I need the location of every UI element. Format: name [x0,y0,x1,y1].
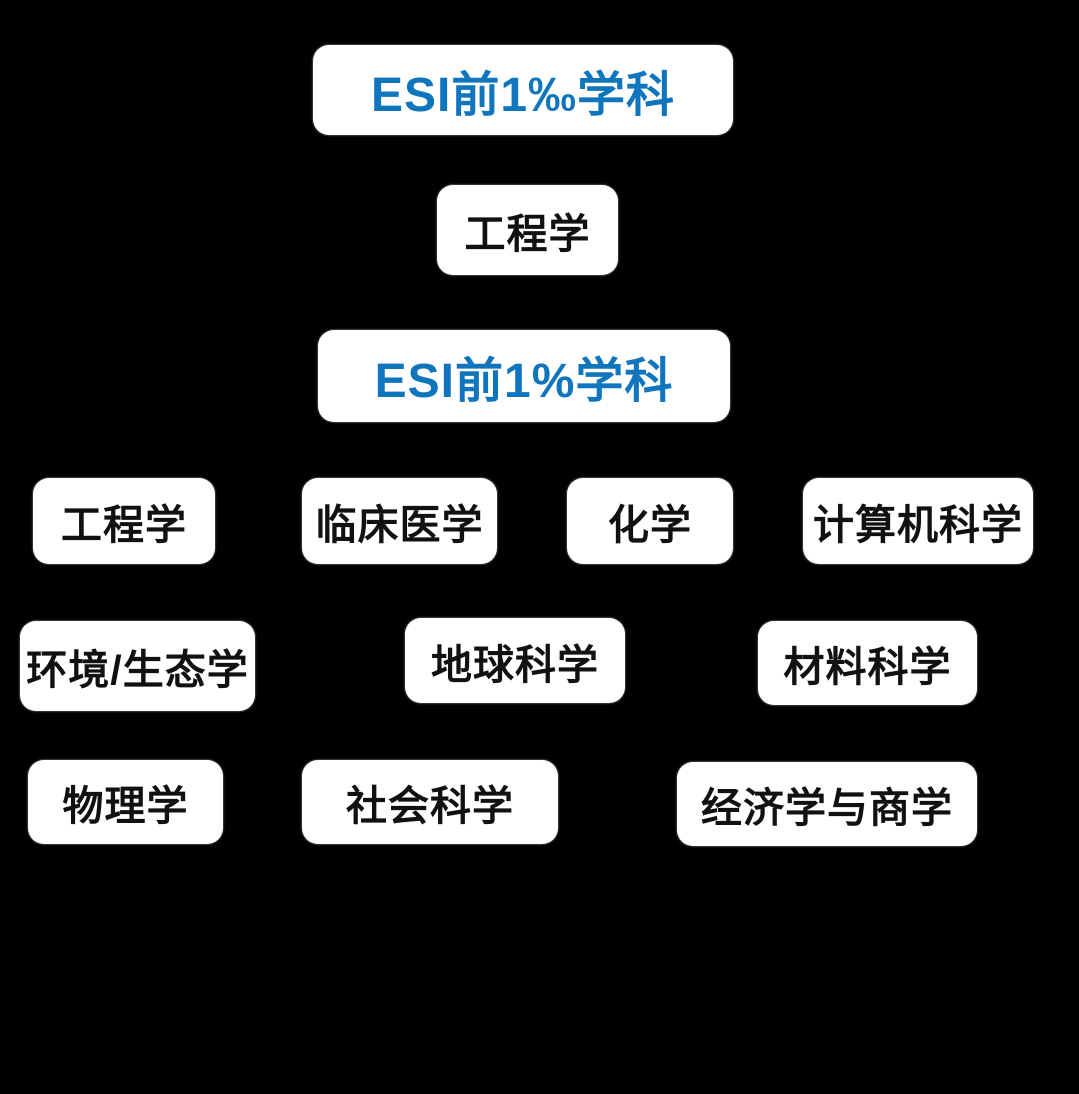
percent-subject-chemistry-card: 化学 [567,478,733,564]
esi-permille-title: ESI前1‰学科 [370,69,676,122]
percent-subject-physics-card: 物理学 [28,760,223,844]
percent-subject-computer-science-card: 计算机科学 [803,478,1033,564]
permille-subject-engineering-label: 工程学 [464,211,591,257]
percent-subject-social-sciences-card: 社会科学 [302,760,558,844]
percent-subject-environment-ecology-label: 环境/生态学 [26,647,249,693]
esi-percent-title: ESI前1%学科 [374,355,674,408]
percent-subject-clinical-medicine-card: 临床医学 [302,478,497,564]
percent-subject-economics-business-card: 经济学与商学 [677,762,977,846]
percent-subject-materials-science-card: 材料科学 [758,621,977,705]
percent-subject-chemistry-label: 化学 [608,502,692,548]
esi-permille-header-card: ESI前1‰学科 [313,45,733,135]
percent-subject-geosciences-label: 地球科学 [431,641,599,688]
percent-subject-computer-science-label: 计算机科学 [813,502,1023,548]
percent-subject-engineering-card: 工程学 [33,478,215,564]
percent-subject-social-sciences-label: 社会科学 [346,783,514,829]
percent-subject-environment-ecology-card: 环境/生态学 [20,621,255,711]
percent-subject-economics-business-label: 经济学与商学 [701,785,953,831]
percent-subject-engineering-label: 工程学 [61,502,187,548]
percent-subject-geosciences-card: 地球科学 [405,618,625,703]
percent-subject-clinical-medicine-label: 临床医学 [315,502,484,548]
permille-subject-engineering-card: 工程学 [437,185,618,275]
esi-percent-header-card: ESI前1%学科 [318,330,730,422]
percent-subject-materials-science-label: 材料科学 [783,644,952,690]
percent-subject-physics-label: 物理学 [62,783,189,829]
